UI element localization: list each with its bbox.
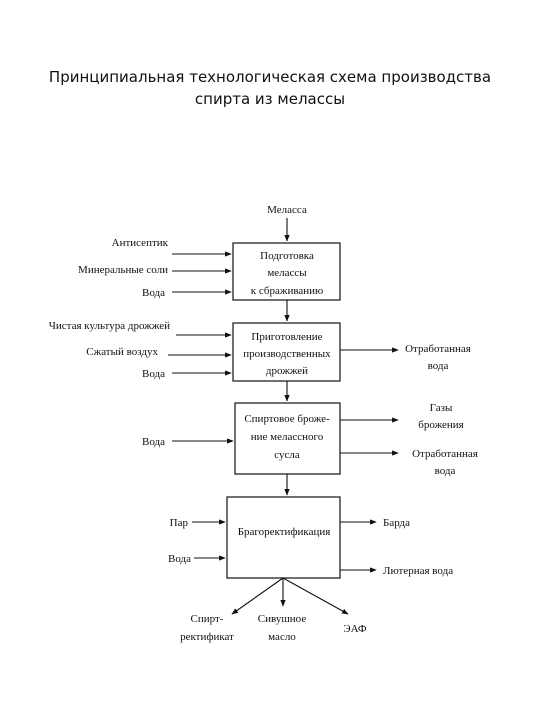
page-title: Принципиальная технологическая схема про…: [0, 66, 540, 110]
step1-line-3: к сбраживанию: [251, 285, 324, 297]
step3-output-1-line-2: брожения: [418, 419, 464, 431]
step2-output-line-1: Отработанная: [405, 343, 471, 355]
step4-line-1: Брагоректификация: [238, 526, 331, 538]
step3-input-1: Вода: [142, 436, 165, 448]
step2-output-line-2: вода: [428, 360, 449, 372]
final-output-3-arrow: [282, 577, 349, 615]
step3-output-1-line-1: Газы: [430, 402, 453, 414]
step4-output-2: Лютерная вода: [383, 565, 453, 577]
final-output-1-line-2: ректификат: [180, 631, 234, 643]
final-output-3: ЭАФ: [343, 623, 367, 635]
step1-line-2: мелассы: [267, 267, 307, 279]
step2-line-2: производственных: [243, 348, 331, 360]
step2-line-3: дрожжей: [266, 365, 308, 377]
final-output-1-line-1: Спирт-: [191, 613, 224, 625]
title-line-2: спирта из мелассы: [194, 90, 346, 108]
step1-input-2: Минеральные соли: [78, 264, 168, 276]
step1-input-3: Вода: [142, 287, 165, 299]
step1-line-1: Подготовка: [260, 250, 314, 262]
step2-line-1: Приготовление: [251, 331, 322, 343]
step4-input-1: Пар: [170, 517, 189, 529]
title-line-1: Принципиальная технологическая схема про…: [48, 68, 492, 86]
step2-input-3: Вода: [142, 368, 165, 380]
step2-input-2: Сжатый воздух: [86, 346, 158, 358]
final-output-2-line-1: Сивушное: [258, 613, 307, 625]
final-output-2-line-2: масло: [268, 631, 296, 643]
final-output-1-arrow: [231, 577, 284, 615]
step4-output-1: Барда: [383, 517, 410, 529]
step3-output-2-line-1: Отработанная: [412, 448, 478, 460]
step3-line-2: ние мелассного: [251, 431, 324, 443]
step3-output-2-line-2: вода: [435, 465, 456, 477]
step1-input-1: Антисептик: [112, 237, 169, 249]
step2-input-1: Чистая культура дрожжей: [49, 320, 170, 332]
melassa-label: Меласса: [267, 204, 307, 216]
step3-line-1: Спиртовое броже-: [244, 413, 330, 425]
step3-line-3: сусла: [274, 449, 300, 461]
step4-input-2: Вода: [168, 553, 191, 565]
